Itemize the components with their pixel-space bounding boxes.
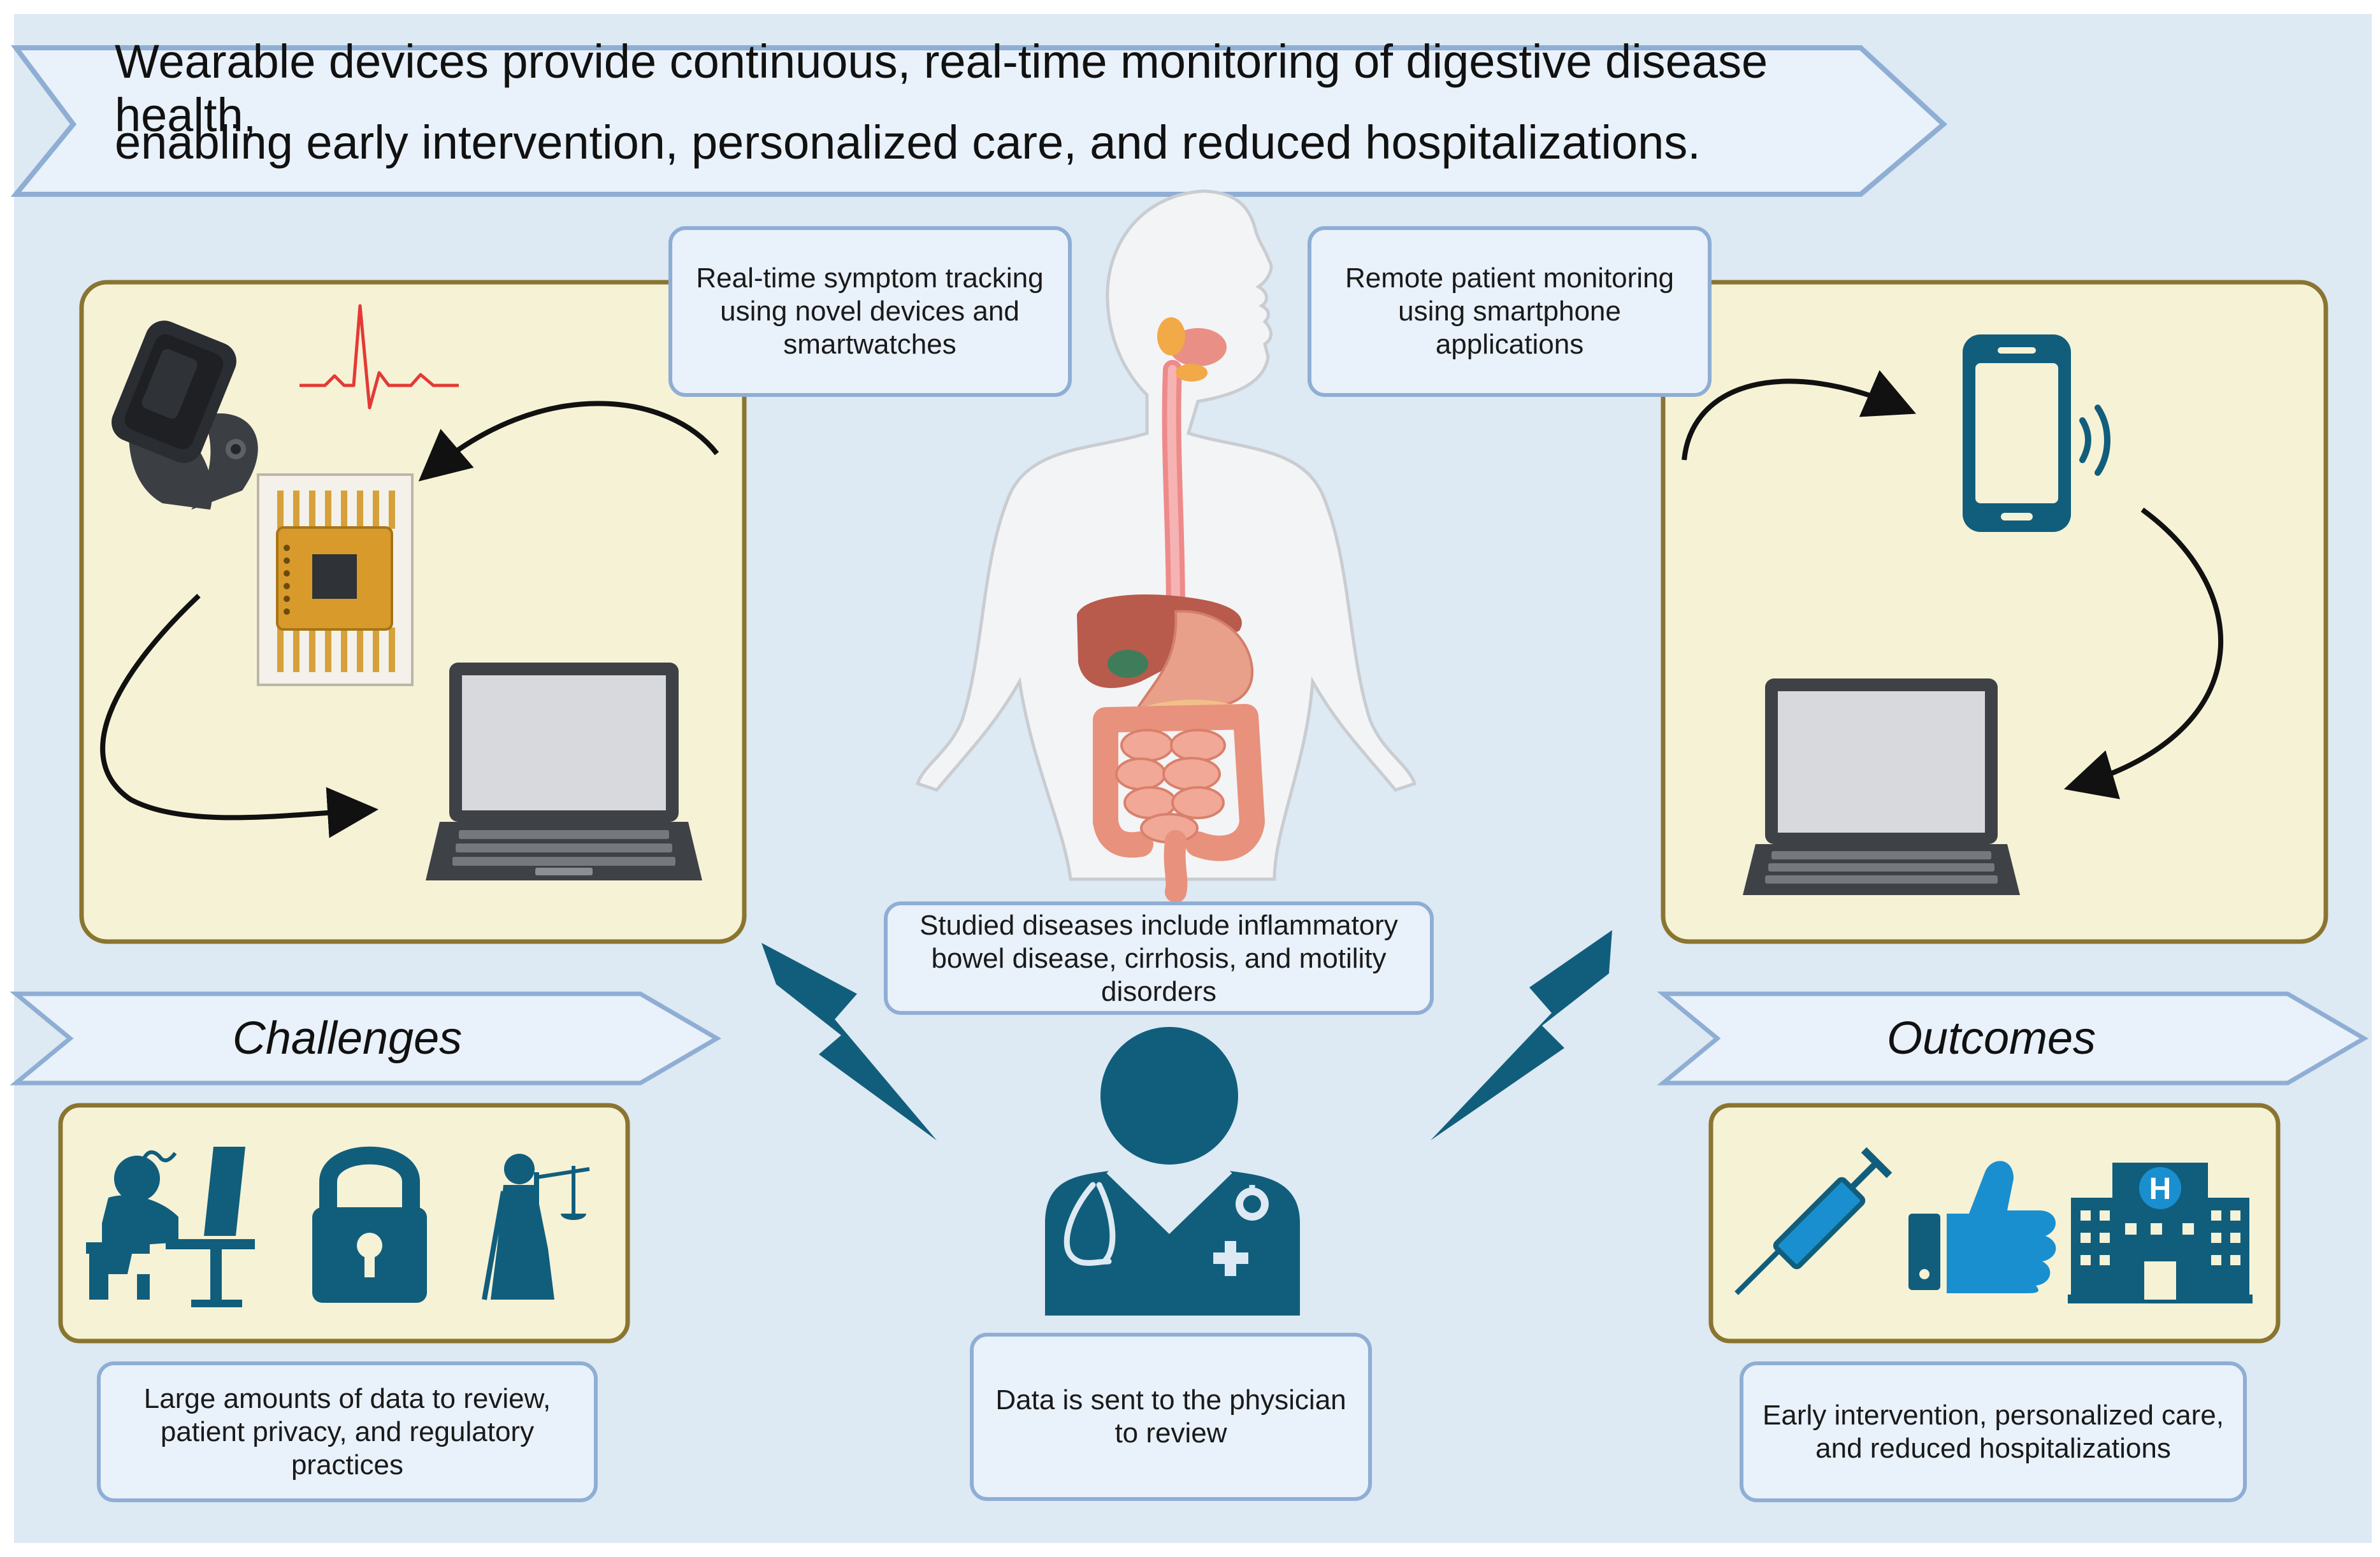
banner-title-line-1: Wearable devices provide continuous, rea… xyxy=(115,35,1768,141)
lightning-bolt-icon xyxy=(1431,930,1612,1140)
challenges-title: Challenges xyxy=(232,1013,463,1064)
laptop-icon xyxy=(1743,678,2020,895)
smartwatch-icon xyxy=(112,320,258,510)
remote-monitoring-callout xyxy=(1308,226,1712,397)
data-sent-callout xyxy=(970,1333,1372,1501)
outcomes-description-text: Early intervention, personalized care, a… xyxy=(1763,1399,2224,1464)
stressed-person-at-desk-icon xyxy=(86,1147,255,1307)
symptom-tracking-text: Real-time symptom tracking using novel d… xyxy=(696,262,1044,360)
studied-diseases-callout xyxy=(884,901,1434,1015)
signal-waves-icon xyxy=(2079,405,2110,476)
flow-arrow xyxy=(2063,507,2223,800)
smartphone-icon xyxy=(1963,334,2071,532)
data-sent-text: Data is sent to the physician to review xyxy=(995,1384,1346,1449)
flow-arrow xyxy=(100,594,379,838)
thumbs-up-icon xyxy=(1908,1161,2056,1293)
lady-justice-icon xyxy=(482,1154,590,1300)
outcomes-banner xyxy=(1657,991,2369,1086)
lock-icon xyxy=(312,1146,427,1303)
lightning-bolt-icon xyxy=(761,943,937,1140)
challenges-banner xyxy=(10,991,721,1086)
flow-arrow xyxy=(418,401,719,482)
challenges-description-box xyxy=(97,1361,598,1502)
hospital-icon: H xyxy=(2068,1163,2253,1303)
wearable-sensor-patch-icon xyxy=(257,473,414,686)
banner-title-line-2: enabling early intervention, personalize… xyxy=(115,116,1701,169)
challenges-description-text: Large amounts of data to review, patient… xyxy=(143,1382,551,1481)
studied-diseases-text: Studied diseases include inflammatory bo… xyxy=(920,910,1398,1007)
outcomes-description-box xyxy=(1740,1361,2247,1502)
ecg-trace-icon xyxy=(299,304,459,410)
remote-monitoring-text: Remote patient monitoring using smartpho… xyxy=(1345,262,1675,360)
title-banner xyxy=(10,45,1948,197)
flow-arrow xyxy=(1682,370,1917,461)
symptom-tracking-callout xyxy=(668,226,1072,397)
syringe-icon xyxy=(1735,1147,1893,1295)
physician-icon xyxy=(1045,1027,1300,1316)
outcomes-title: Outcomes xyxy=(1886,1013,2096,1064)
digestive-system-anatomy xyxy=(915,189,1417,903)
hospital-sign-letter: H xyxy=(2149,1172,2172,1206)
laptop-icon xyxy=(426,663,702,880)
